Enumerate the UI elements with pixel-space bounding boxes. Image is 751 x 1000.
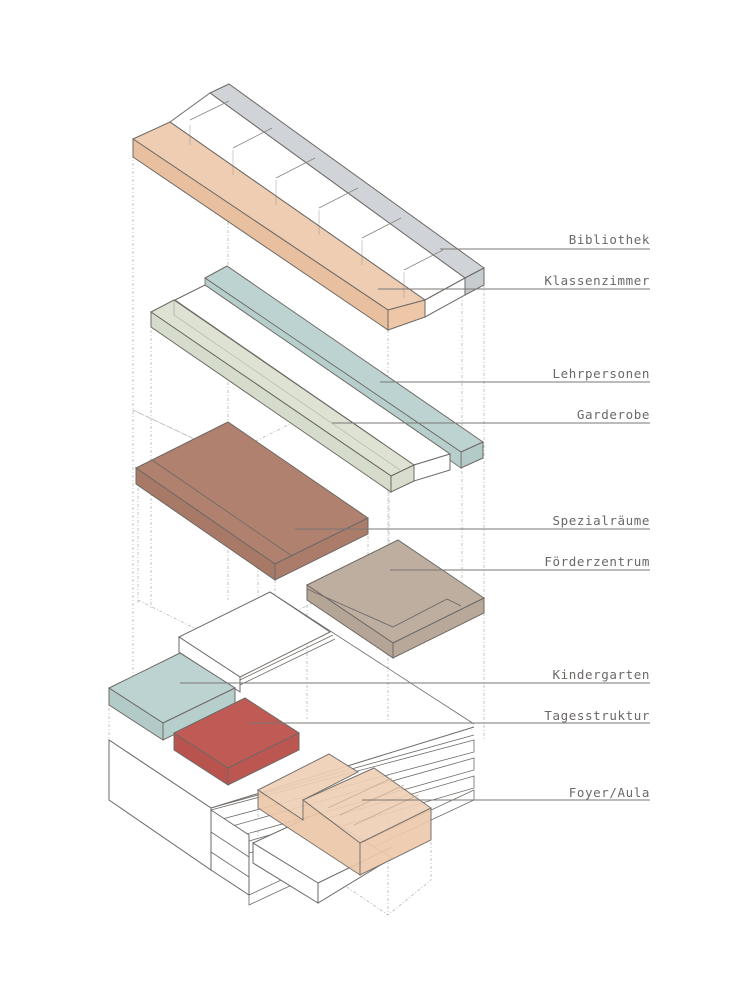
label-foyer-aula: Foyer/Aula bbox=[569, 785, 650, 800]
foerderzentrum-block bbox=[306, 539, 485, 644]
label-bibliothek: Bibliothek bbox=[569, 232, 650, 247]
layer-second bbox=[150, 265, 485, 493]
label-lehrpersonen: Lehrpersonen bbox=[552, 366, 650, 381]
label-garderobe: Garderobe bbox=[577, 407, 650, 422]
foyer-aula-block bbox=[257, 753, 432, 876]
layer-top bbox=[131, 83, 485, 331]
label-foerderzentrum: Förderzentrum bbox=[544, 554, 650, 569]
labels: Bibliothek Klassenzimmer Lehrpersonen Ga… bbox=[544, 232, 650, 800]
leader-lines bbox=[180, 248, 650, 801]
label-spezialraeume: Spezialräume bbox=[552, 513, 650, 528]
label-klassenzimmer: Klassenzimmer bbox=[544, 273, 650, 288]
label-kindergarten: Kindergarten bbox=[552, 667, 650, 682]
label-tagesstruktur: Tagesstruktur bbox=[544, 708, 650, 723]
layer-ground bbox=[107, 591, 475, 906]
